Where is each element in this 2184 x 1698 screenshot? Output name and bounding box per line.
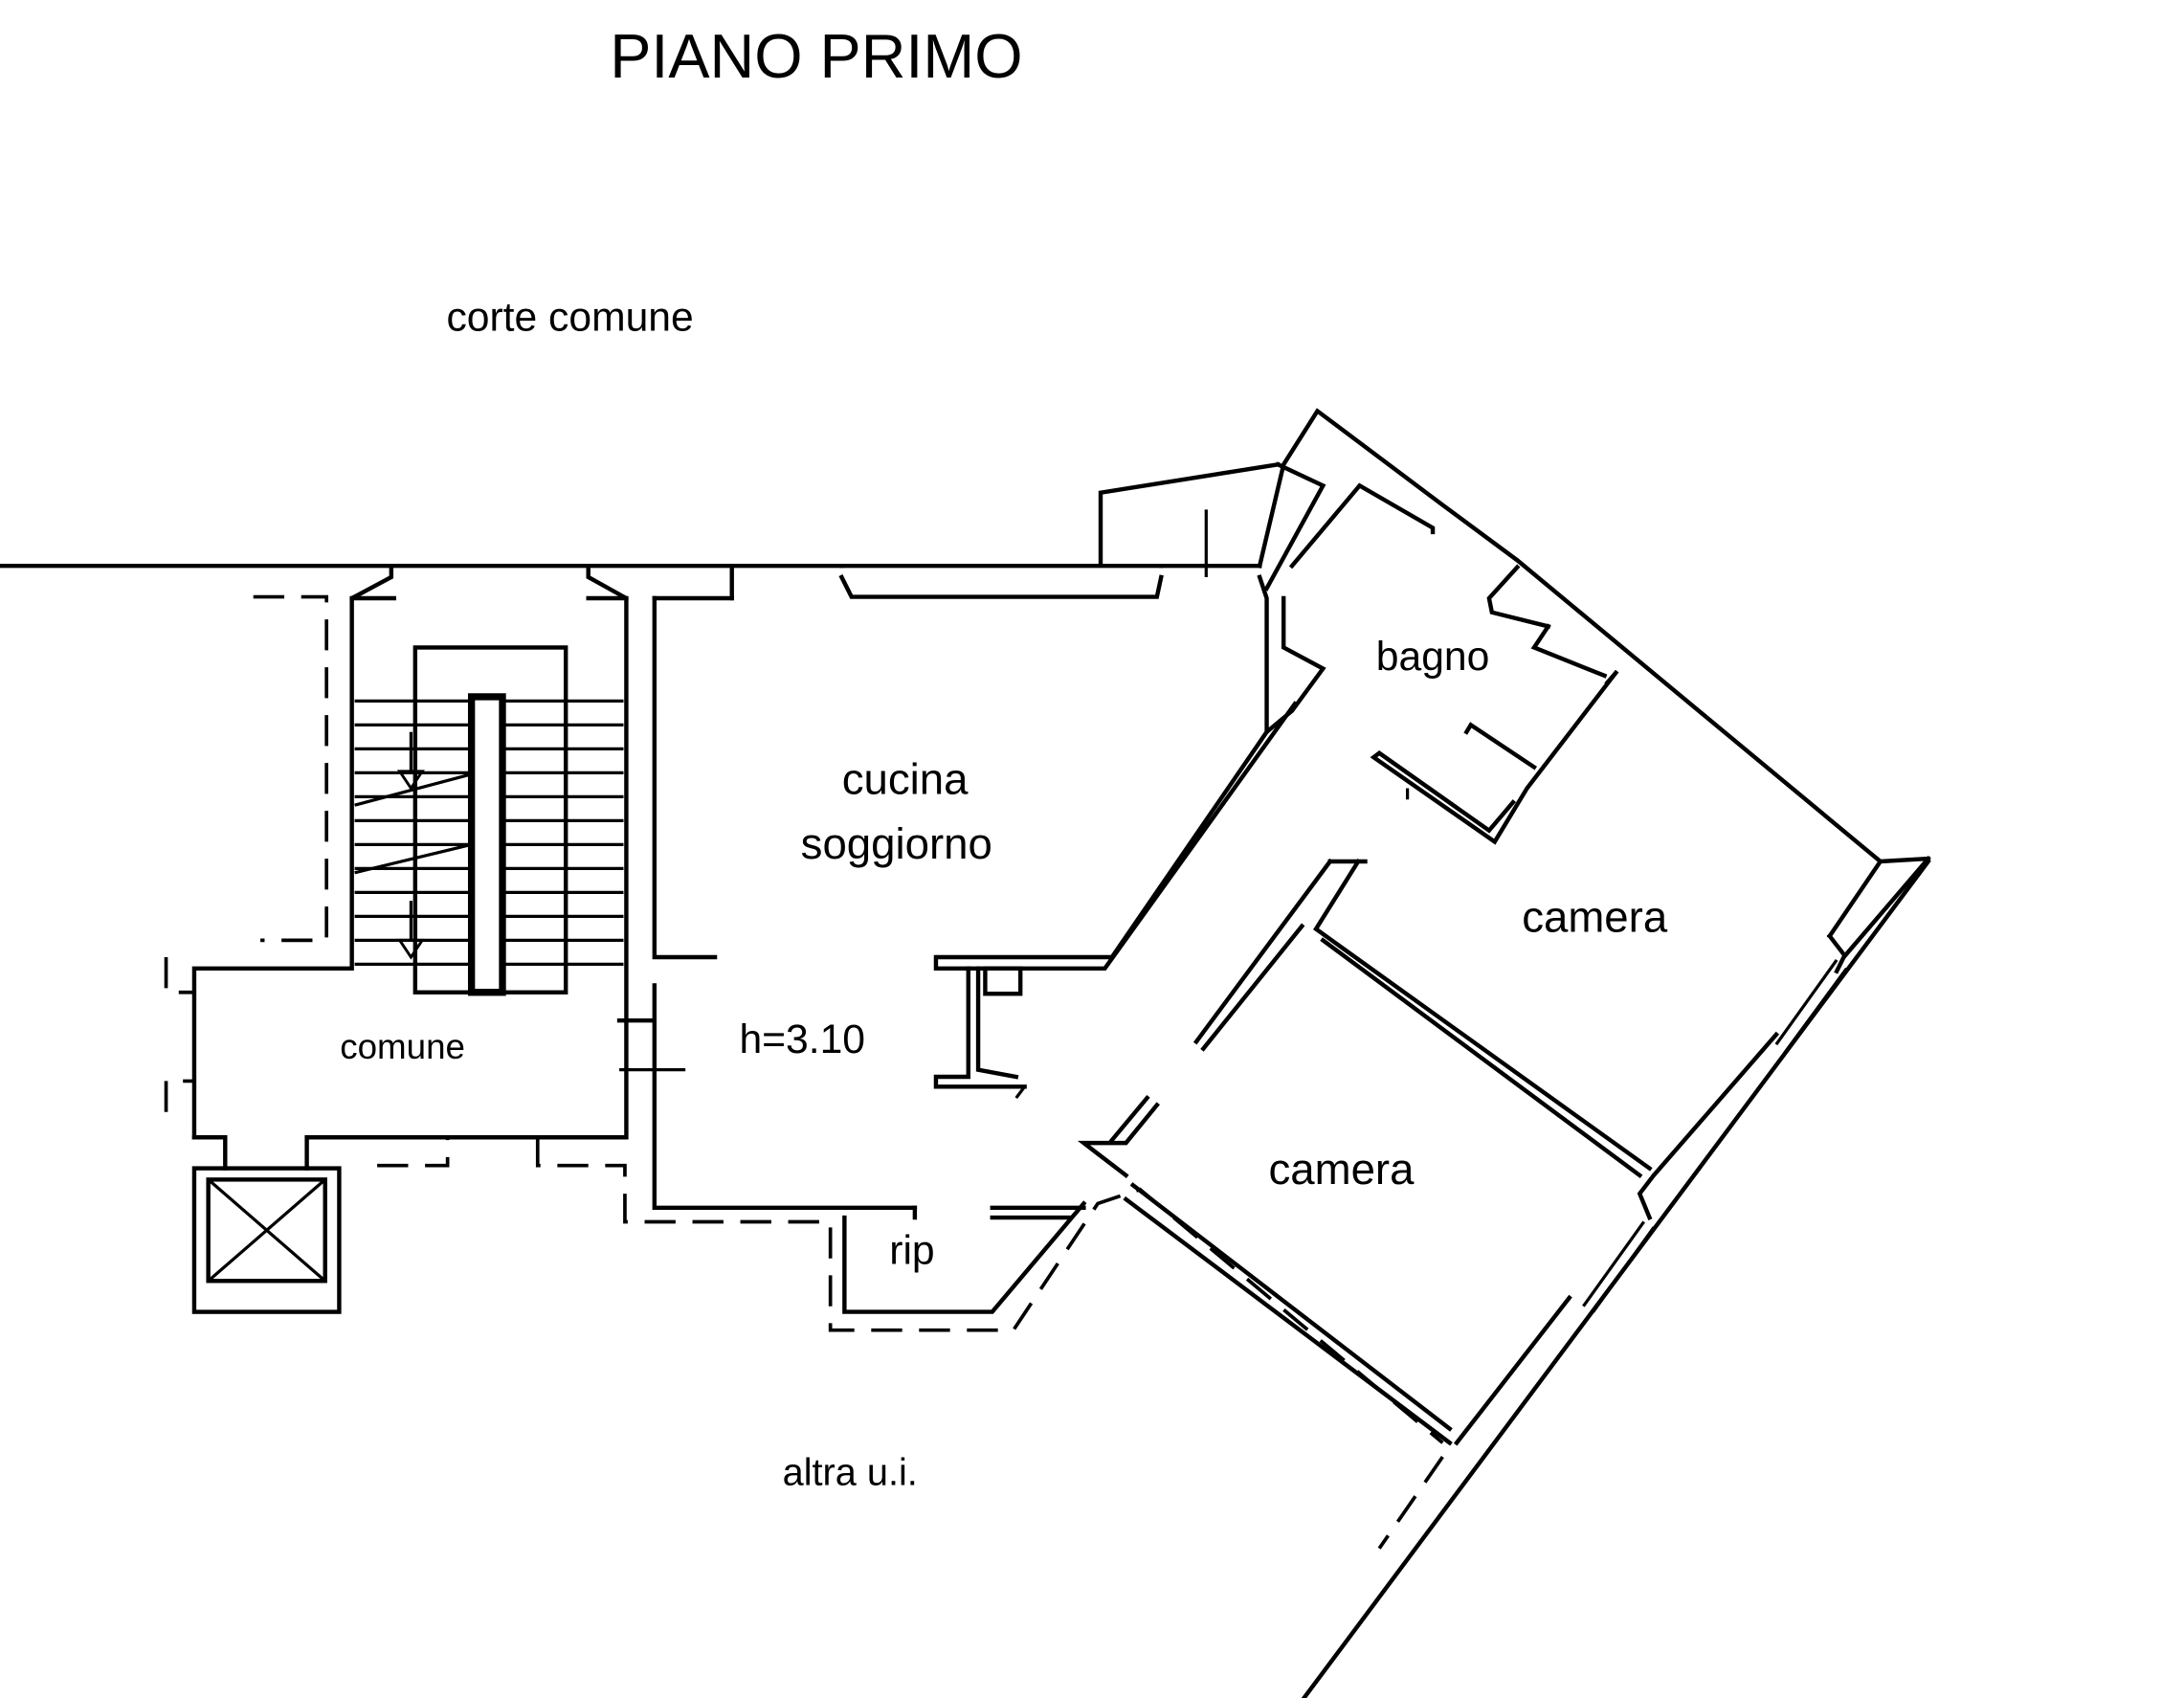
- label-cucina: cucina: [842, 754, 969, 803]
- bay-projection: [1098, 461, 1281, 577]
- label-ceiling-height: h=3.10: [739, 1017, 865, 1062]
- label-comune: comune: [340, 1027, 465, 1066]
- stair-rail: [467, 693, 506, 996]
- outer-walls: [1257, 408, 1931, 1698]
- kitchen-walls: [652, 563, 1326, 1210]
- bedroom-walls: [1077, 669, 1653, 1446]
- storage-walls: [842, 1200, 1087, 1314]
- label-rip: rip: [889, 1228, 934, 1274]
- label-camera-upper: camera: [1522, 893, 1668, 942]
- arrow-down-icon: [396, 938, 425, 960]
- label-altra-ui: altra u.i.: [783, 1451, 918, 1493]
- label-soggiorno: soggiorno: [801, 819, 992, 868]
- dashed-outlines: [164, 594, 1444, 1550]
- lift-shaft: [191, 1166, 342, 1314]
- label-bagno: bagno: [1376, 634, 1490, 680]
- label-camera-lower: camera: [1268, 1145, 1415, 1194]
- label-corte-comune: corte comune: [446, 295, 693, 341]
- plan-title: PIANO PRIMO: [610, 21, 1022, 91]
- stair-tower: [191, 563, 629, 1171]
- bathroom-walls: [1288, 482, 1619, 845]
